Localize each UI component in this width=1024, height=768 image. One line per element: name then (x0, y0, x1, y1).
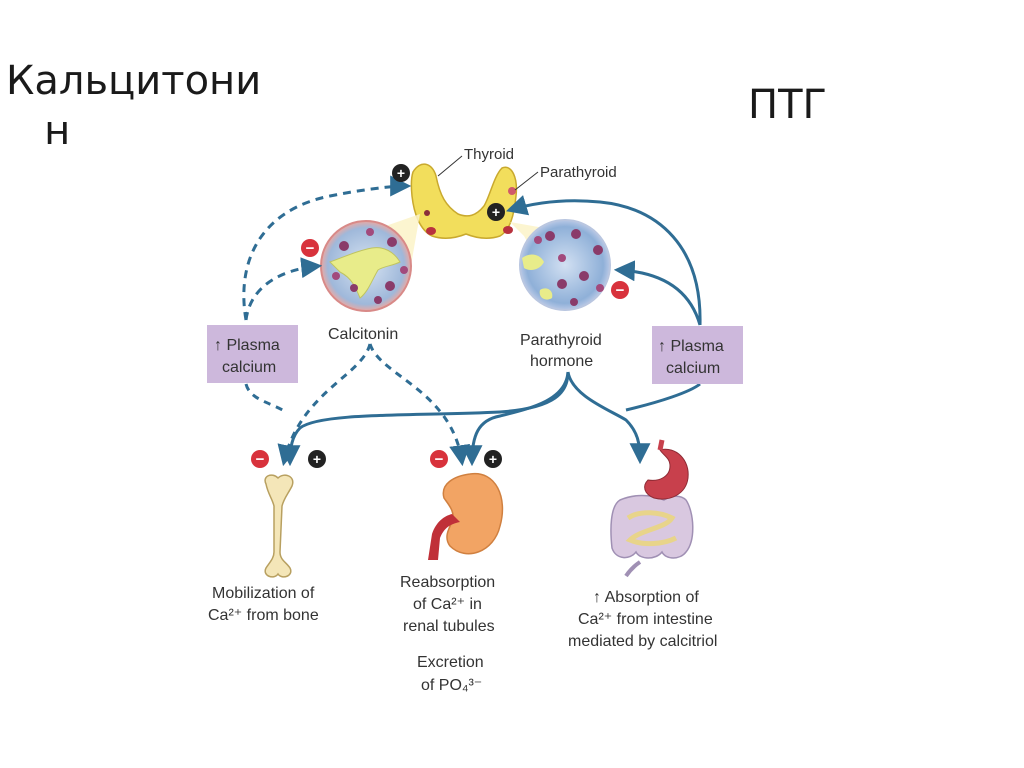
thyroid-label: Thyroid (464, 146, 514, 163)
calcitonin-target-arrows (244, 343, 471, 467)
thyroid-gland (410, 163, 518, 239)
intestine-caption-line2: Ca²⁺ from intestine (578, 611, 713, 628)
intestine-caption: ↑ Absorption of Ca²⁺ from intestine medi… (568, 589, 717, 650)
plus-badge-kidney: + (484, 450, 502, 468)
svg-text:−: − (306, 240, 315, 257)
parathyroid-tissue-micrograph (519, 219, 611, 311)
plasma-left-line1: ↑ Plasma (214, 337, 280, 354)
bone-caption-line1: Mobilization of (212, 585, 315, 602)
thyroid-leader-line (437, 155, 463, 177)
calcitonin-label: Calcitonin (328, 326, 398, 343)
intestine-caption-line3: mediated by calcitriol (568, 633, 717, 650)
minus-badge-calcitonin: − (301, 239, 319, 257)
svg-text:+: + (489, 451, 497, 467)
parathyroid-label: Parathyroid (540, 164, 617, 181)
pth-label-line1: Parathyroid (520, 332, 602, 349)
pth-feedback-arrows (505, 195, 702, 326)
kidney-caption: Reabsorption of Ca²⁺ in renal tubules Ex… (400, 574, 495, 694)
minus-badge-bone: − (251, 450, 269, 468)
svg-text:−: − (256, 451, 265, 468)
plus-badge-bone: + (308, 450, 326, 468)
pth-label-line2: hormone (530, 353, 593, 370)
plasma-calcium-box-right: ↑ Plasma calcium (652, 326, 743, 384)
plasma-calcium-box-left: ↑ Plasma calcium (207, 325, 298, 383)
svg-text:+: + (397, 165, 405, 181)
kidney-caption-line1: Reabsorption (400, 574, 495, 591)
bone-icon (264, 474, 294, 578)
kidney-caption-line2: of Ca²⁺ in (413, 596, 482, 613)
kidney-caption-line3: renal tubules (403, 618, 495, 635)
svg-text:+: + (313, 451, 321, 467)
parathyroid-leader-line (514, 171, 539, 191)
intestine-caption-line1: ↑ Absorption of (593, 589, 699, 606)
title-calcitonin: Кальцитони н (6, 58, 262, 154)
pth-target-arrows (279, 371, 701, 467)
plus-badge-thyroid: + (392, 164, 410, 182)
bone-caption-line2: Ca²⁺ from bone (208, 607, 319, 624)
svg-text:+: + (492, 204, 500, 220)
svg-text:−: − (616, 282, 625, 299)
plus-badge-parathyroid: + (487, 203, 505, 221)
minus-badge-kidney: − (430, 450, 448, 468)
intestine-icon (610, 439, 694, 578)
plasma-right-line1: ↑ Plasma (658, 338, 724, 355)
kidney-caption-line4: Excretion (417, 654, 484, 671)
plasma-right-line2: calcium (666, 360, 720, 377)
kidney-caption-line5: of PO₄³⁻ (421, 677, 482, 694)
minus-badge-pth: − (611, 281, 629, 299)
svg-text:−: − (435, 451, 444, 468)
title-pth: ПТГ (748, 82, 827, 128)
plasma-left-line2: calcium (222, 359, 276, 376)
calcitonin-feedback-arrows (242, 175, 412, 321)
bone-caption: Mobilization of Ca²⁺ from bone (208, 585, 319, 624)
calcitonin-tissue-micrograph (320, 220, 412, 312)
kidney-icon (428, 472, 504, 560)
